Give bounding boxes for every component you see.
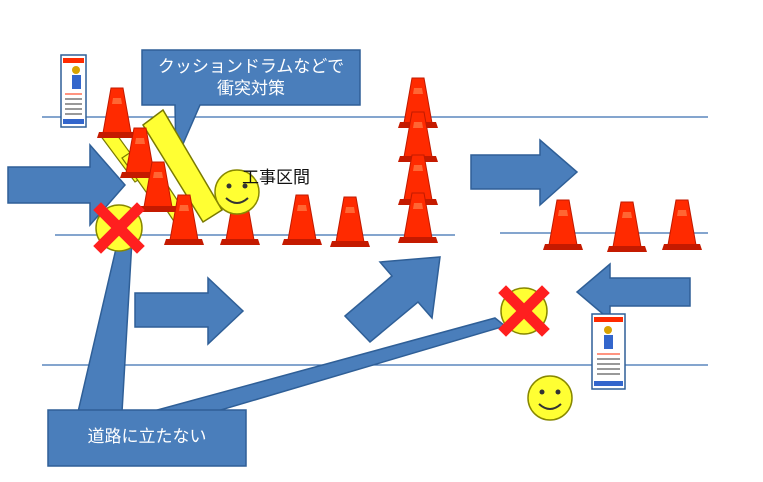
label-do-not-stand: 道路に立たない [87, 427, 207, 447]
arrow-diagonal-icon [343, 256, 441, 344]
traffic-cone-icon [96, 87, 138, 139]
warning-sign-left [60, 54, 87, 128]
label-cushion-drum: クッションドラムなどで 衝突対策 [157, 57, 345, 99]
smiley-face-icon [214, 169, 260, 215]
traffic-cone-icon [661, 199, 703, 251]
arrow-right-icon [7, 143, 126, 227]
smiley-face-icon [527, 375, 573, 421]
traffic-cone-icon [281, 194, 323, 246]
traffic-cone-icon [542, 199, 584, 251]
cross-mark-icon [93, 202, 145, 254]
warning-sign-right [591, 313, 626, 390]
cross-mark-icon [498, 285, 550, 337]
arrow-right-icon [470, 138, 579, 207]
traffic-cone-icon [329, 196, 371, 248]
label-construction-section: 工事区間 [242, 168, 310, 188]
traffic-arrows [7, 138, 691, 346]
arrow-right-icon [134, 276, 245, 346]
arrow-left-icon [575, 262, 691, 322]
callout-cushion-drum [141, 49, 361, 161]
traffic-cone-icon [606, 201, 648, 253]
callout-do-not-stand [47, 239, 507, 467]
